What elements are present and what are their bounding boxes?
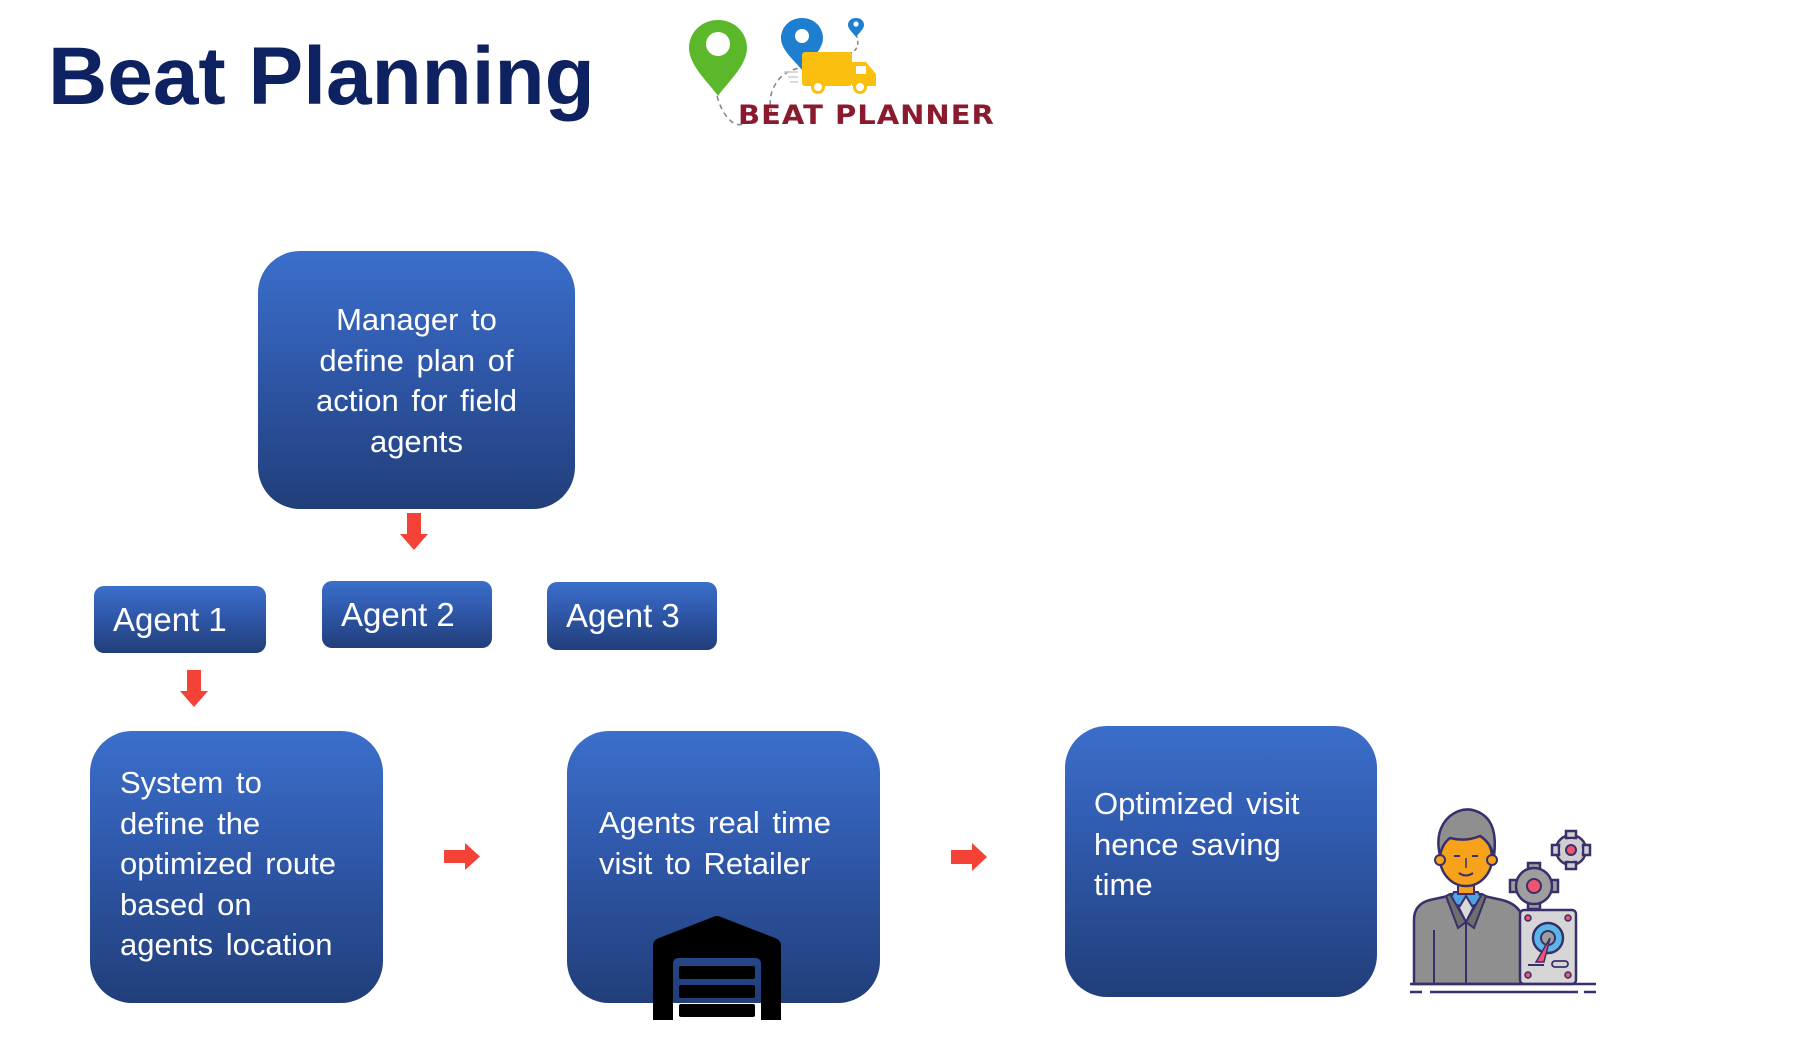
beat-planner-logo: BEAT PLANNER <box>684 14 994 136</box>
agent-1-label: Agent 1 <box>113 600 227 638</box>
agent-3-box: Agent 3 <box>547 582 717 650</box>
manager-plan-box: Manager to define plan of action for fie… <box>258 251 575 509</box>
retailer-visit-text: Agents real time visit to Retailer <box>599 805 831 881</box>
gear-icon <box>1508 861 1560 911</box>
gear-icon <box>1550 829 1592 871</box>
dashed-route <box>847 33 859 55</box>
agent-3-label: Agent 3 <box>566 597 680 634</box>
retailer-visit-box: Agents real time visit to Retailer <box>567 731 880 1003</box>
optimized-visit-text: Optimized visit hence saving time <box>1094 786 1300 902</box>
engineer-with-hard-drive-and-gears-icon <box>1410 808 1596 994</box>
arrow-down-icon <box>400 513 428 550</box>
logo-graphic <box>689 18 876 126</box>
arrow-right-icon <box>444 843 480 870</box>
engineer-person <box>1412 808 1524 986</box>
system-route-box: System to define the optimized route bas… <box>90 731 383 1003</box>
map-pin-small-icon <box>848 18 864 37</box>
agent-2-box: Agent 2 <box>322 581 492 648</box>
arrow-down-icon <box>180 670 208 707</box>
delivery-truck-icon <box>784 52 876 94</box>
arrow-right-icon <box>951 843 987 871</box>
system-route-text: System to define the optimized route bas… <box>120 765 336 962</box>
logo-text: BEAT PLANNER <box>738 99 995 131</box>
manager-plan-text: Manager to define plan of action for fie… <box>316 302 517 459</box>
agent-2-label: Agent 2 <box>341 595 455 633</box>
map-pin-green-icon <box>689 20 747 96</box>
slide-title: Beat Planning <box>48 31 595 122</box>
agent-1-box: Agent 1 <box>94 586 266 653</box>
warehouse-icon <box>653 916 781 1020</box>
optimized-visit-box: Optimized visit hence saving time <box>1065 726 1377 997</box>
dashed-route <box>769 67 801 115</box>
hard-drive-icon <box>1518 908 1578 986</box>
dashed-route <box>716 95 745 126</box>
